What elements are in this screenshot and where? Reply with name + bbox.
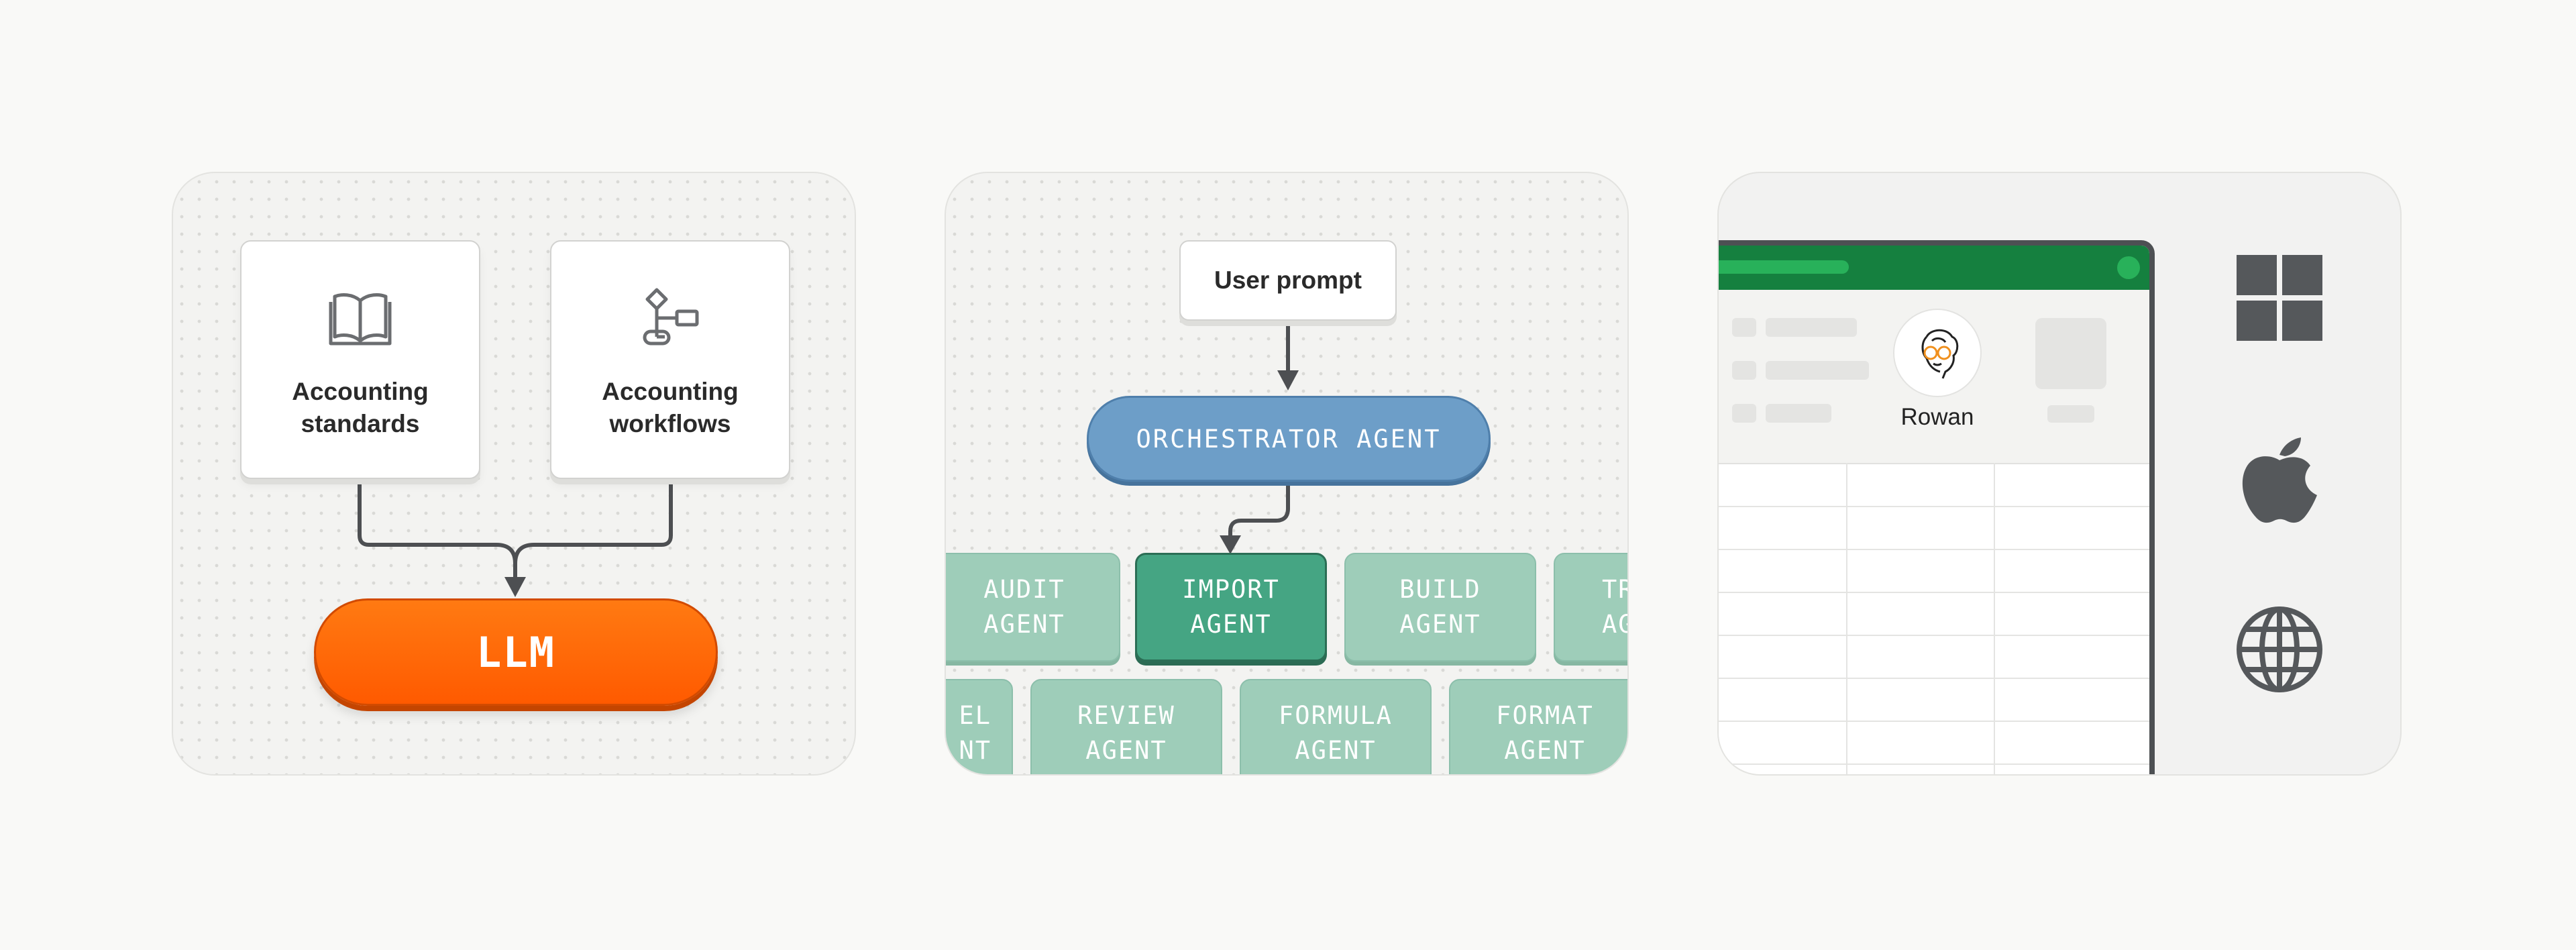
agents-panel: User prompt ORCHESTRATOR AGENT AUDIT AGE…: [945, 172, 1629, 776]
platforms-panel: Rowan: [1717, 172, 2402, 776]
grid-column-line: [1846, 463, 1847, 774]
title-placeholder: [1719, 260, 1849, 274]
skeleton-block: [1766, 361, 1869, 380]
grid-row-line: [1719, 549, 2149, 550]
partial-agent-node: EL NT: [946, 679, 1013, 774]
book-icon: [329, 293, 392, 346]
status-dot: [2117, 256, 2140, 279]
windows-icon: [2237, 255, 2322, 341]
skeleton-block: [1732, 361, 1756, 380]
avatar-illustration-icon: [1921, 329, 1959, 379]
llm-node: LLM: [314, 598, 718, 706]
skeleton-block: [2035, 318, 2106, 389]
grid-row-line: [1719, 678, 2149, 679]
review-agent-node: REVIEW AGENT: [1030, 679, 1222, 774]
card-label: Accounting standards: [292, 378, 429, 437]
globe-icon: [2237, 606, 2322, 692]
skeleton-block: [1766, 404, 1831, 423]
card-label: Accounting workflows: [602, 378, 739, 437]
formula-agent-node: FORMULA AGENT: [1240, 679, 1432, 774]
card-accounting-standards: Accounting standards: [240, 240, 480, 479]
grid-row-line: [1719, 721, 2149, 722]
user-name: Rowan: [1900, 404, 1974, 430]
grid-row-line: [1719, 506, 2149, 507]
orchestrator-agent-node: ORCHESTRATOR AGENT: [1087, 396, 1491, 482]
workflow-icon: [643, 288, 699, 346]
grid-column-line: [1994, 463, 1995, 774]
grid-row-line: [1719, 635, 2149, 636]
build-agent-node: BUILD AGENT: [1344, 553, 1536, 662]
arrowhead: [1277, 370, 1299, 390]
skeleton-block: [1732, 404, 1756, 423]
audit-agent-node: AUDIT AGENT: [946, 553, 1120, 662]
skeleton-block: [1732, 318, 1756, 337]
spreadsheet-window: Rowan: [1719, 240, 2155, 774]
user-prompt-node: User prompt: [1179, 240, 1397, 321]
partial-agent-node: TR AG: [1554, 553, 1627, 662]
agents-connector: [1220, 323, 1299, 554]
skeleton-block: [1766, 318, 1857, 337]
import-agent-node: IMPORT AGENT: [1135, 553, 1327, 662]
avatar: [1893, 309, 1982, 397]
format-agent-node: FORMAT AGENT: [1449, 679, 1627, 774]
sheet-title-bar: [1719, 246, 2149, 290]
arrowhead: [1220, 535, 1241, 554]
grid-row-line: [1719, 592, 2149, 593]
knowledge-panel: Accounting standards Accounting workflow…: [172, 172, 856, 776]
skeleton-block: [2047, 405, 2094, 423]
card-accounting-workflows: Accounting workflows: [550, 240, 790, 479]
apple-icon: [2242, 437, 2317, 523]
grid-row-line: [1719, 763, 2149, 765]
knowledge-connector: [358, 482, 673, 597]
arrowhead: [504, 577, 526, 597]
